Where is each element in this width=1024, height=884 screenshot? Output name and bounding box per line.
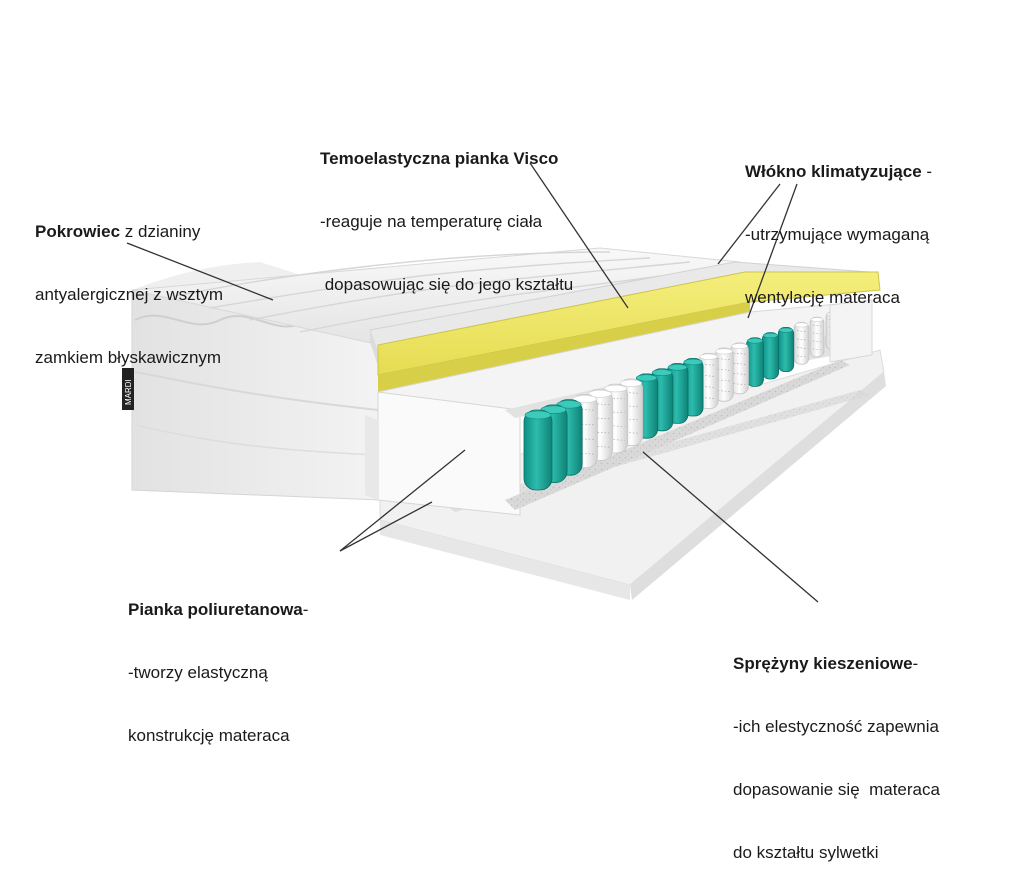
label-fibre-title-suffix: -	[921, 162, 933, 181]
label-visco-line1: -reaguje na temperaturę ciała	[320, 212, 543, 231]
base-foam-layer	[379, 349, 886, 600]
label-springs-title: Sprężyny kieszeniowe	[733, 654, 913, 673]
spring-pocket-teal	[761, 332, 780, 380]
mattress-cutaway-illustration: MARDI	[122, 162, 886, 603]
spring-pocket-teal	[523, 409, 553, 491]
label-cover-line2: zamkiem błyskawicznym	[35, 348, 222, 367]
leader-line-visco	[529, 162, 629, 309]
leader-lines	[126, 162, 819, 603]
visco-foam-layer	[377, 271, 881, 392]
foam-side-wall	[829, 299, 873, 363]
label-fibre-line2: wentylację materaca	[745, 288, 900, 307]
label-foam-title: Pianka poliuretanowa	[128, 600, 303, 619]
pocket-springs	[523, 311, 840, 491]
label-visco-line2: dopasowując się do jego kształtu	[320, 275, 574, 294]
brand-tag: MARDI	[124, 379, 133, 405]
label-springs-title-suffix: -	[912, 654, 919, 673]
polyurethane-foam-block	[365, 301, 863, 516]
label-visco-title: Temoelastyczna pianka Visco	[320, 149, 559, 168]
spring-pocket-teal	[746, 337, 764, 387]
label-cover-line1: antyalergicznej z wsztym	[35, 285, 224, 304]
label-springs-line1: -ich elestyczność zapewnia	[733, 717, 939, 736]
label-springs-line3: do kształtu sylwetki	[733, 843, 879, 862]
leader-line-springs	[642, 451, 819, 603]
label-foam-line2: konstrukcję materaca	[128, 726, 290, 745]
label-springs-line2: dopasowanie się materaca	[733, 780, 940, 799]
label-fibre-line1: -utrzymujące wymaganą	[745, 225, 930, 244]
spring-pocket-white	[730, 342, 749, 395]
leader-line-foam-2	[339, 501, 433, 552]
label-foam-line1: -tworzy elastyczną	[128, 663, 268, 682]
label-climate-fibre: Włókno klimatyzujące - -utrzymujące wyma…	[745, 119, 932, 329]
label-foam-title-suffix: -	[302, 600, 309, 619]
label-visco-foam: Temoelastyczna pianka Visco -reaguje na …	[320, 106, 573, 316]
label-fibre-title: Włókno klimatyzujące	[745, 162, 922, 181]
spring-pocket-teal	[777, 327, 795, 373]
label-cover-title-rest: z dzianiny	[120, 222, 201, 241]
spring-pocket-white	[809, 316, 825, 358]
spring-pocket-white	[793, 321, 810, 365]
label-cover: Pokrowiec z dzianiny antyalergicznej z w…	[35, 179, 223, 389]
leader-line-cover	[126, 242, 274, 301]
leader-line-fibre-1	[717, 183, 781, 265]
leader-line-foam-1	[339, 449, 466, 552]
mattress-cover: MARDI	[122, 247, 741, 501]
leader-line-fibre-2	[747, 183, 798, 319]
label-polyurethane-foam: Pianka poliuretanowa- -tworzy elastyczną…	[128, 557, 308, 767]
label-pocket-springs: Sprężyny kieszeniowe- -ich elestyczność …	[733, 611, 940, 884]
label-cover-title: Pokrowiec	[35, 222, 121, 241]
